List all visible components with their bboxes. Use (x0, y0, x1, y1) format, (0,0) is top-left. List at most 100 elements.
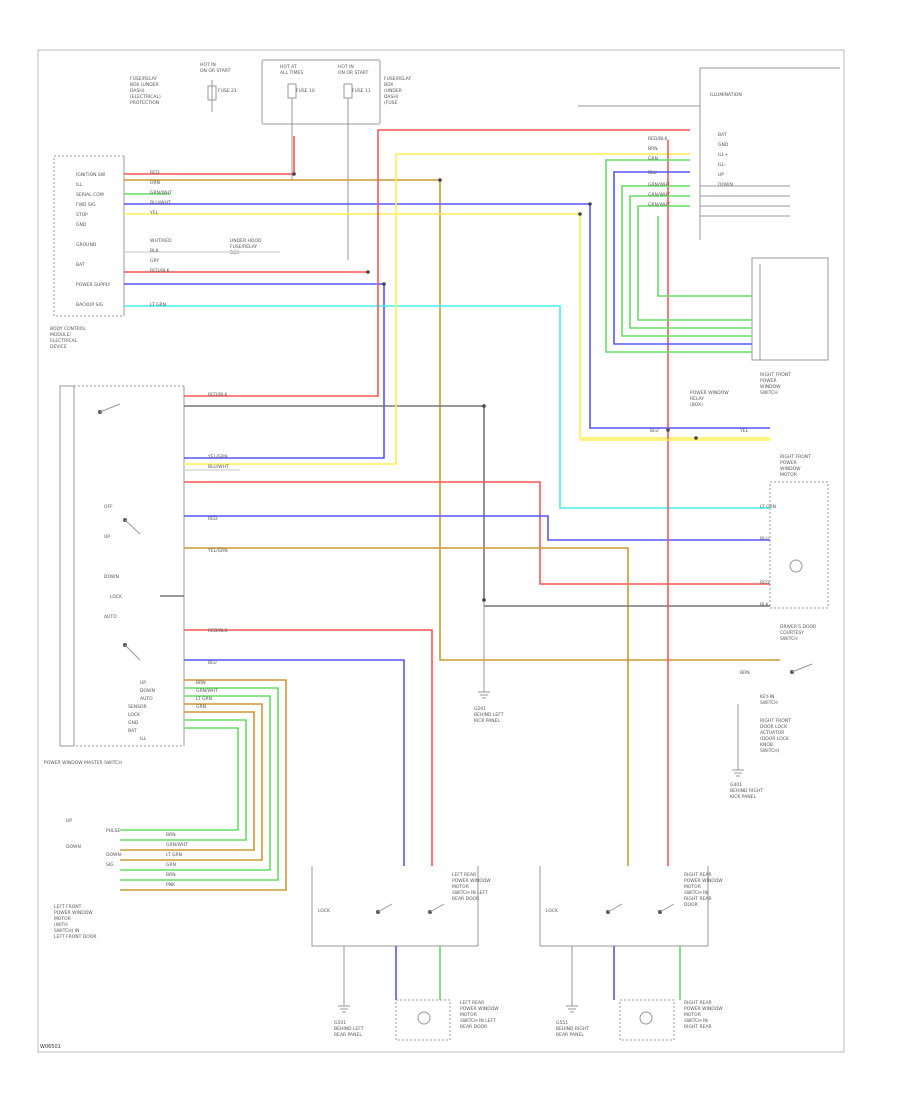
fuse-c-label: FUSE 11 (352, 88, 371, 94)
fuse-box-1-l4: PROTECTION (130, 100, 159, 106)
lf-motor-l5: LEFT FRONT DOOR (54, 934, 97, 940)
g401-l0: G401 (730, 782, 742, 788)
junction-dot-5 (366, 270, 370, 274)
wire-tag-33: GRN/WHT (648, 202, 670, 208)
door-switch-l5: SWITCH) (760, 748, 780, 754)
lf-pin-4: SIG (106, 862, 114, 868)
rr-motor-unit (619, 999, 675, 1041)
rr-unit-l2: MOTOR (684, 1012, 701, 1018)
rf-switch-l3: SWITCH (760, 390, 778, 396)
switch-arm-b (124, 519, 141, 535)
master-pin-4: LOCK (128, 712, 141, 718)
rr-unit-l3: SWITCH IN (684, 1018, 708, 1024)
door-switch-l0: RIGHT FRONT (760, 718, 791, 724)
wire-tag-4: YEL (149, 210, 159, 216)
key-arm (791, 663, 813, 673)
wire-tag-11: YEL/GRN (207, 454, 228, 460)
master-switch-outer (59, 385, 75, 747)
wire-tag-13: RED (208, 516, 218, 522)
wire-tag-25: BRN (166, 872, 176, 878)
wire-tag-29: GRN (648, 156, 658, 162)
wire-green-32 (657, 216, 752, 297)
lr-motor-unit (395, 999, 451, 1041)
wire-tag-40: BRN (740, 670, 750, 676)
wire-tag-1: ORN (150, 180, 160, 186)
door-switch-l2: ACTUATOR (760, 730, 784, 736)
lr-motor-l2: MOTOR (452, 884, 469, 890)
lr-unit-l0: LEFT REAR (460, 1000, 484, 1006)
master-pin-7: ILL (140, 736, 147, 742)
wire-tag-3: BLU/WHT (150, 200, 171, 206)
junction-dot-0 (292, 172, 296, 176)
under-hood-l1: FUSE/RELAY (230, 244, 257, 250)
rr-motor-outline (539, 866, 709, 947)
rr-unit-l4: RIGHT REAR (684, 1024, 712, 1030)
rr-state-0: LOCK (546, 908, 559, 914)
wire-gray-10 (184, 405, 485, 600)
fuse-box-1-l2: DASH) (130, 88, 145, 94)
ground-icon (566, 1005, 578, 1013)
wire-tag-26: PNK (166, 882, 176, 888)
master-pin-0: UP (140, 680, 146, 686)
power-window-relay-l2: (BOX) (690, 402, 703, 408)
wire-tag-14: YEL/GRN (207, 548, 228, 554)
hot-in-on-1-l0: HOT IN (200, 62, 216, 68)
ground-g551: G551 BEHIND RIGHT REAR PANEL (556, 946, 589, 1038)
bcm-pin-8: POWER SUPPLY (76, 282, 111, 288)
bcm-label-l3: DEVICE (50, 344, 67, 350)
wire-green-31 (637, 205, 752, 321)
wire-tag-15: RED/BLK (208, 628, 229, 634)
rr-unit-l0: RIGHT REAR (684, 1000, 712, 1006)
left-rear-window-motor: LOCK LEFT REAR POWER WINDOW MOTOR SWITCH… (311, 866, 499, 1041)
rf-motor-outline (769, 481, 829, 609)
lf-motor-l2: MOTOR (54, 916, 71, 922)
lr-arm-1 (377, 903, 393, 913)
switch-state-1: UP (104, 534, 110, 540)
fuse-box-2-l0: FUSE/RELAY (384, 76, 411, 82)
wire-olive-22 (120, 703, 263, 861)
wire-green-25 (120, 727, 239, 831)
bcm-pin-0: IGNITION SW (76, 172, 106, 178)
g551-l1: BEHIND RIGHT (556, 1026, 589, 1032)
master-pin-6: BAT (128, 728, 137, 734)
wire-olive-19 (120, 679, 287, 891)
junction-dot-6 (382, 282, 386, 286)
illum-pin-1: GND (718, 142, 729, 148)
lf-pin-2: PULSE (106, 828, 120, 834)
wire-green-24 (120, 719, 247, 841)
wire-red-0 (124, 136, 295, 175)
bcm-label-l0: BODY CONTROL (50, 326, 86, 332)
master-pin-2: AUTO (140, 696, 153, 702)
lr-unit-l3: SWITCH IN LEFT (460, 1018, 496, 1024)
wire-tag-20: GRN (196, 704, 206, 710)
bcm-pin-9: BACKUP SIG (76, 302, 104, 308)
wire-tag-16: BLU (208, 660, 217, 666)
switch-arm-c (124, 644, 141, 661)
fuse-box-2-l2: (UNDER (384, 88, 402, 94)
fuse-box-center: HOT AT ALL TIMES HOT IN ON OR START FUSE… (261, 59, 411, 260)
footer-code: W06501 (40, 1044, 61, 1050)
lf-motor-l1: POWER WINDOW (54, 910, 93, 916)
door-switch-l3: (DOOR LOCK (760, 736, 790, 742)
wire-olive-23 (120, 711, 255, 851)
bcm-pin-5: GND (76, 222, 87, 228)
g201-l2: KICK PANEL (474, 718, 501, 724)
wire-green-27 (605, 159, 752, 353)
illum-pin-0: BAT (718, 132, 727, 138)
door-switch-l4: KNOB (760, 742, 773, 748)
rr-motor-l4: RIGHT REAR (684, 896, 712, 902)
junction-dot-1 (438, 178, 442, 182)
wire-tag-17: BRN (196, 680, 206, 686)
rr-unit-l1: POWER WINDOW (684, 1006, 723, 1012)
courtesy-l0: DRIVER'S DOOR (780, 624, 816, 630)
wire-cyan-8 (124, 305, 770, 509)
wire-tag-30: BLU (648, 170, 657, 176)
rr-motor-l3: SWITCH IN (684, 890, 708, 896)
rf-motor-icon (789, 559, 803, 573)
ground-g401: G401 BEHIND RIGHT KICK PANEL (730, 769, 763, 800)
key-switch-l1: SWITCH (760, 700, 778, 706)
wire-blue-28 (613, 171, 752, 345)
wire-tag-18: GRN/WHT (196, 688, 218, 694)
fuse-box-left: FUSE/RELAY BOX (UNDER DASH) (ELECTRICAL)… (130, 62, 237, 112)
